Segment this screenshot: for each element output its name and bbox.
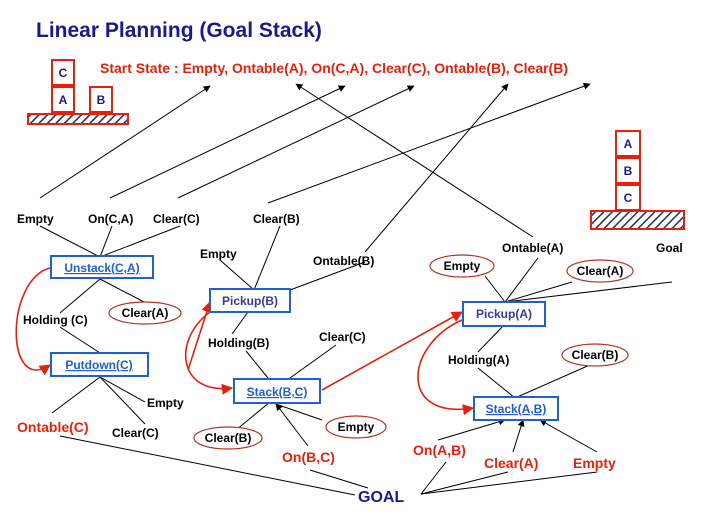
cond-on-ab: On(A,B)	[413, 442, 466, 458]
connector-lines	[39, 82, 673, 496]
operator-stack-bc-label: Stack(B,C)	[247, 385, 308, 399]
operator-stack-bc: Stack(B,C)	[233, 378, 321, 404]
start-state-text: Start State : Empty, Ontable(A), On(C,A)…	[100, 60, 568, 76]
ellipse-clear-a-1	[108, 301, 182, 325]
goal-conditions: Ontable(C) On(B,C) On(A,B) Clear(A) Empt…	[17, 419, 616, 471]
cond-clear-b-3: Clear(B)	[572, 348, 619, 362]
cond-clear-a-2: Clear(A)	[577, 264, 624, 278]
cond-clear-b-1: Clear(B)	[253, 212, 300, 226]
cond-holding-a: Holding(A)	[448, 353, 509, 367]
goal-block-c-label: C	[624, 191, 633, 205]
operator-pickup-a: Pickup(A)	[462, 301, 546, 327]
goal-block-a	[615, 130, 641, 157]
cond-empty-2: Empty	[200, 247, 237, 261]
operator-pickup-b-label: Pickup(B)	[222, 294, 278, 308]
cond-empty-4: Empty	[338, 420, 375, 434]
goal-table	[590, 210, 685, 230]
page-title: Linear Planning (Goal Stack)	[36, 19, 322, 42]
start-block-a	[51, 86, 75, 113]
cond-holding-b: Holding(B)	[208, 336, 269, 350]
start-block-b	[89, 86, 113, 113]
start-block-c	[51, 59, 75, 86]
ellipse-empty-5	[429, 254, 495, 278]
operator-unstack-label: Unstack(C,A)	[64, 261, 139, 275]
cond-empty-5: Empty	[444, 259, 481, 273]
start-blocks: C A B	[27, 59, 129, 125]
operator-putdown: Putdown(C)	[50, 352, 149, 377]
goal-blocks: A B C Goal	[590, 130, 685, 255]
flow-arrows	[15, 267, 475, 416]
goal-label: Goal	[656, 241, 683, 255]
cond-on-ca: On(C,A)	[88, 212, 133, 226]
cond-holding-c: Holding (C)	[23, 313, 88, 327]
condition-labels: Empty On(C,A) Clear(C) Clear(B) Holding …	[17, 212, 623, 445]
goal-block-b-label: B	[624, 164, 633, 178]
cond-empty-1: Empty	[17, 212, 54, 226]
cond-clear-a-3: Clear(A)	[484, 455, 538, 471]
cond-clear-c-3: Clear(C)	[112, 426, 159, 440]
cond-clear-c-1: Clear(C)	[153, 212, 200, 226]
cond-ontable-b: Ontable(B)	[313, 254, 374, 268]
cond-clear-c-2: Clear(C)	[319, 330, 366, 344]
ellipse-clear-b-2	[193, 426, 263, 450]
start-table	[27, 113, 129, 125]
operator-stack-ab: Stack(A,B)	[473, 396, 559, 421]
start-block-a-label: A	[59, 93, 68, 107]
start-block-b-label: B	[97, 93, 106, 107]
cond-on-bc: On(B,C)	[282, 449, 335, 465]
cond-ontable-c: Ontable(C)	[17, 419, 89, 435]
ellipse-clear-b-3	[561, 343, 629, 367]
condition-ellipses	[108, 254, 634, 450]
cond-clear-b-2: Clear(B)	[205, 431, 252, 445]
operator-stack-ab-label: Stack(A,B)	[486, 402, 547, 416]
cond-empty-3: Empty	[147, 396, 184, 410]
goal-node: GOAL	[358, 489, 404, 506]
operator-pickup-a-label: Pickup(A)	[476, 307, 532, 321]
goal-block-b	[615, 157, 641, 184]
cond-ontable-a: Ontable(A)	[502, 241, 563, 255]
operator-pickup-b: Pickup(B)	[209, 288, 291, 313]
operator-unstack: Unstack(C,A)	[50, 255, 154, 279]
cond-empty-6: Empty	[573, 455, 616, 471]
start-block-c-label: C	[59, 66, 68, 80]
ellipse-clear-a-2	[566, 259, 634, 283]
operator-putdown-label: Putdown(C)	[65, 358, 132, 372]
goal-block-a-label: A	[624, 137, 633, 151]
ellipse-empty-4	[325, 415, 387, 439]
cond-clear-a-1: Clear(A)	[122, 306, 169, 320]
